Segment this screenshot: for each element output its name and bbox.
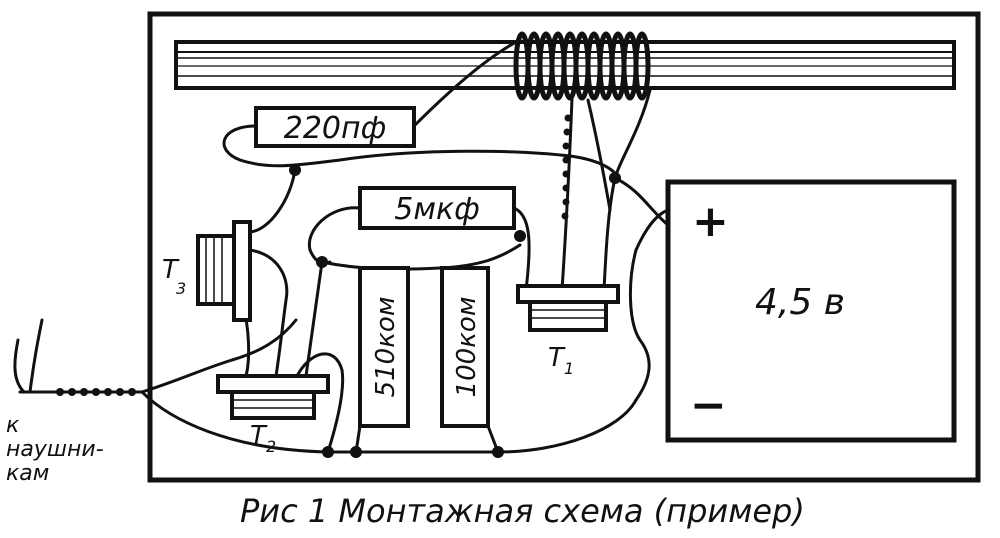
headphones-label-line2: наушни- bbox=[6, 437, 104, 462]
transistor-t1: T 1 bbox=[516, 284, 620, 378]
board-outline bbox=[147, 11, 981, 483]
battery-voltage: 4,5 в bbox=[755, 282, 845, 323]
capacitor-5mkf: 5мкф bbox=[358, 186, 516, 230]
t2-label: T bbox=[250, 421, 268, 451]
figure-caption: Рис 1 Монтажная схема (пример) bbox=[240, 492, 805, 530]
capacitor-5mkf-label: 5мкф bbox=[394, 192, 480, 227]
resistor-510k-label: 510ком bbox=[371, 297, 401, 398]
headphones-label-line3: кам bbox=[6, 461, 49, 486]
t3-subscript: 3 bbox=[176, 279, 186, 298]
transistor-t2: T 2 bbox=[216, 374, 330, 456]
capacitor-220pf-label: 220пф bbox=[284, 111, 387, 146]
capacitor-220pf: 220пф bbox=[254, 106, 416, 148]
wires bbox=[13, 38, 670, 454]
antenna-coil bbox=[513, 31, 651, 101]
t3-label: T bbox=[162, 255, 180, 285]
t2-subscript: 2 bbox=[266, 437, 276, 456]
circuit-board bbox=[147, 11, 981, 483]
solder-joints bbox=[289, 164, 621, 458]
t1-subscript: 1 bbox=[564, 359, 574, 378]
headphones-label: к наушни- кам bbox=[6, 413, 104, 486]
resistor-100k: 100ком bbox=[440, 266, 490, 428]
resistor-100k-label: 100ком bbox=[452, 297, 482, 398]
resistor-510k: 510ком bbox=[358, 266, 410, 428]
battery-plus: + bbox=[692, 196, 729, 247]
headphones-label-line1: к bbox=[6, 413, 20, 438]
battery-minus: − bbox=[690, 380, 727, 431]
battery: + − 4,5 в bbox=[665, 179, 957, 443]
transistor-t3: T 3 bbox=[162, 220, 252, 322]
twisted-pair bbox=[56, 114, 572, 396]
t1-label: T bbox=[548, 343, 566, 373]
